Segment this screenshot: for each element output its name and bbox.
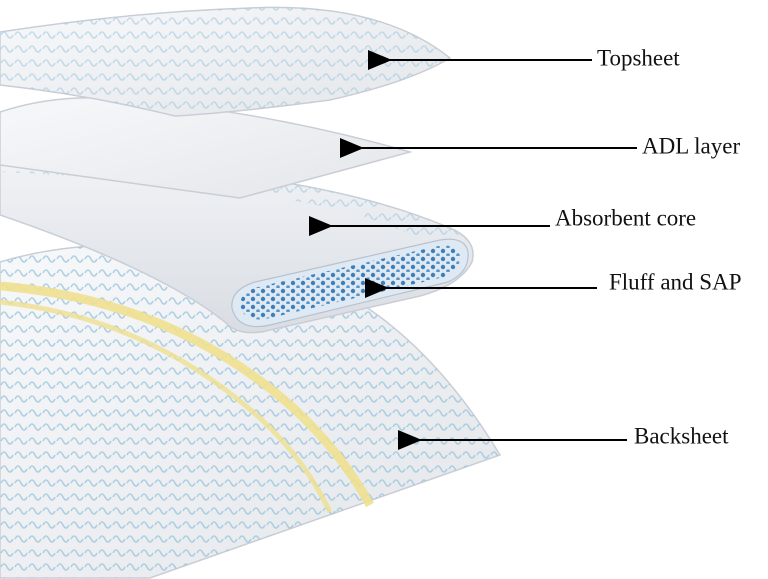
backsheet-layer	[0, 243, 502, 579]
label-absorbent-core: Absorbent core	[555, 205, 696, 230]
label-backsheet-group: Backsheet	[398, 423, 729, 450]
adl-layer	[0, 97, 413, 199]
label-backsheet: Backsheet	[634, 423, 729, 448]
backsheet-yellow-stripe	[0, 281, 374, 508]
label-core-group: Absorbent core	[309, 205, 696, 236]
label-fluff-group: Fluff and SAP	[365, 269, 742, 298]
label-fluff-sap: Fluff and SAP	[609, 269, 742, 294]
label-topsheet: Topsheet	[597, 45, 680, 70]
label-topsheet-group: Topsheet	[368, 45, 680, 70]
label-adl-group: ADL layer	[340, 133, 740, 158]
topsheet-layer	[0, 6, 452, 117]
backsheet-yellow-stripe-2	[0, 299, 333, 514]
label-adl-layer: ADL layer	[642, 133, 740, 158]
